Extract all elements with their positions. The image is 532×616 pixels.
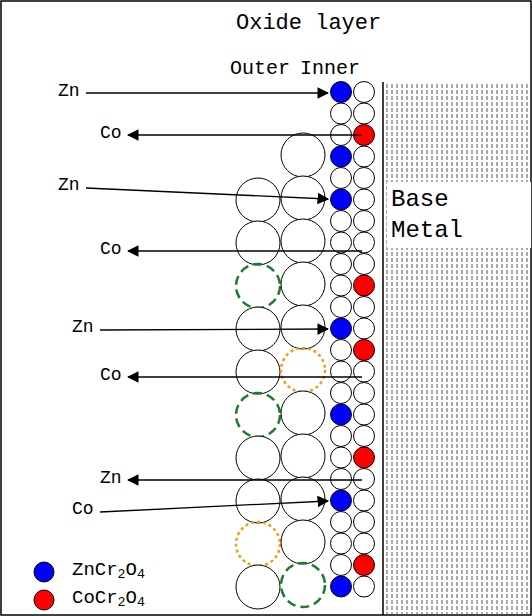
outer-grain: [281, 477, 325, 521]
inner-grain: [331, 576, 352, 597]
outer-grain: [281, 391, 325, 435]
legend-text: ZnCr2O4: [72, 560, 145, 581]
region-label: Base Metal: [387, 182, 531, 248]
inner-grain: [354, 340, 375, 361]
inner-grain: [331, 211, 352, 232]
outer-grain: [236, 436, 280, 480]
inner-grain: [331, 146, 352, 167]
element-label: Co: [100, 124, 122, 144]
inner-grain: [331, 490, 352, 511]
inner-grain: [331, 533, 352, 554]
element-label: Co: [100, 240, 122, 260]
diffusion-arrow: [128, 376, 362, 377]
inner-grain: [331, 340, 352, 361]
inner-grain: [354, 275, 375, 296]
inner-grain: [354, 103, 375, 124]
inner-grain: [331, 103, 352, 124]
vacancy-circle: [281, 348, 325, 392]
element-label: Zn: [100, 469, 122, 489]
outer-grain: [236, 565, 280, 609]
base-metal-region: Base Metal: [383, 82, 531, 615]
layer-label: Outer: [230, 58, 290, 80]
inner-grain: [354, 469, 375, 490]
outer-grain: [236, 350, 280, 394]
diffusion-arrow: [86, 188, 328, 199]
diffusion-arrow: [100, 329, 328, 330]
outer-grain: [281, 219, 325, 263]
inner-grain: [354, 232, 375, 253]
diffusion-arrows: [86, 93, 362, 512]
inner-grain: [331, 232, 352, 253]
outer-grain: [236, 178, 280, 222]
inner-grain: [354, 490, 375, 511]
legend-swatch: [34, 590, 54, 610]
diffusion-arrow: [128, 134, 362, 135]
outer-grain: [236, 221, 280, 265]
inner-grain: [354, 533, 375, 554]
inner-grain: [331, 168, 352, 189]
inner-grain: [331, 447, 352, 468]
element-label: Zn: [58, 176, 80, 196]
legend-text: CoCr2O4: [72, 588, 145, 609]
outer-grain: [281, 305, 325, 349]
diffusion-arrow: [128, 250, 362, 251]
inner-grain: [354, 82, 375, 103]
inner-grain: [331, 361, 352, 382]
diffusion-arrow: [100, 501, 328, 512]
inner-grain: [354, 447, 375, 468]
inner-oxide-grains: [331, 82, 375, 598]
legend-swatch: [34, 562, 54, 582]
inner-grain: [331, 383, 352, 404]
diffusion-arrow: [128, 479, 362, 480]
inner-grain: [331, 426, 352, 447]
element-label: Zn: [58, 82, 80, 102]
inner-grain: [331, 189, 352, 210]
layer-title: Oxide layer: [236, 12, 381, 36]
element-label: Co: [72, 500, 94, 520]
inner-grain: [354, 383, 375, 404]
inner-grain: [331, 275, 352, 296]
legend-swatches: [34, 562, 54, 610]
base-metal-hatch: [383, 82, 531, 615]
outer-oxide-grains: [236, 133, 325, 609]
inner-grain: [354, 426, 375, 447]
inner-grain: [354, 555, 375, 576]
inner-grain: [354, 404, 375, 425]
inner-grain: [331, 555, 352, 576]
inner-grain: [331, 404, 352, 425]
inner-grain: [331, 297, 352, 318]
inner-grain: [331, 318, 352, 339]
inner-grain: [331, 254, 352, 275]
inner-grain: [354, 189, 375, 210]
vacancy-circle: [281, 563, 325, 607]
metal-interface: [382, 82, 384, 615]
vacancy-circle: [236, 393, 280, 437]
inner-grain: [354, 361, 375, 382]
outer-grain: [236, 479, 280, 523]
inner-grain: [354, 146, 375, 167]
inner-grain: [331, 82, 352, 103]
layer-label: Inner: [300, 58, 360, 80]
inner-grain: [354, 512, 375, 533]
inner-grain: [354, 168, 375, 189]
vacancy-circle: [236, 522, 280, 566]
inner-grain: [354, 297, 375, 318]
inner-grain: [331, 512, 352, 533]
element-label: Co: [100, 366, 122, 386]
inner-grain: [354, 254, 375, 275]
diffusion-arrow: [86, 92, 328, 93]
outer-grain: [281, 434, 325, 478]
inner-grain: [354, 318, 375, 339]
inner-grain: [354, 576, 375, 597]
inner-grain: [331, 469, 352, 490]
outer-grain: [281, 520, 325, 564]
vacancy-circle: [236, 264, 280, 308]
outer-grain: [281, 133, 325, 177]
inner-grain: [354, 211, 375, 232]
element-label: Zn: [72, 318, 94, 338]
outer-grain: [281, 262, 325, 306]
